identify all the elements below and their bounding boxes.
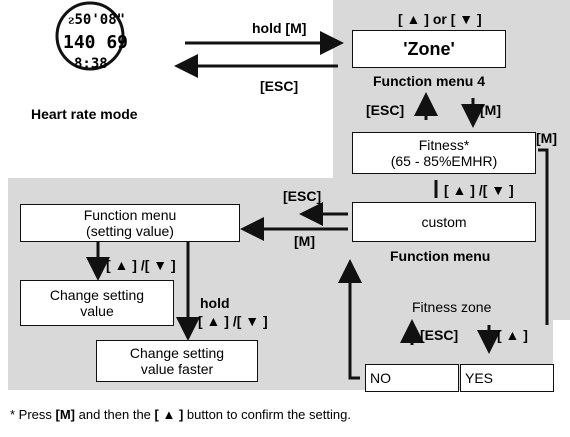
hold-m-label: hold [M] [252,20,307,36]
function-menu-4-label: Function menu 4 [373,73,485,89]
fast-line2: value faster [140,361,214,377]
m-side-line [538,148,549,325]
footnote-p1: * Press [10,407,56,422]
m-left-label: [M] [294,233,315,249]
fitness-line1: Fitness* [418,137,470,153]
footnote: * Press [M] and then the [ ▲ ] button to… [10,407,351,423]
fitness-zone-label: Fitness zone [412,299,492,315]
fitness-box: Fitness* (65 - 85%EMHR) [352,132,536,174]
function-menu-label: Function menu [390,248,491,264]
fitness-line2: (65 - 85%EMHR) [390,153,498,169]
heart-rate-mode-label: Heart rate mode [31,106,138,122]
change-faster-box: Change setting value faster [96,340,258,382]
m-mid-label: [M] [480,102,501,118]
change-line2: value [80,303,114,319]
change-line1: Change setting [49,287,145,303]
watch-circle [55,1,125,71]
custom-box: custom [352,202,536,242]
footnote-p3: button to confirm the setting. [183,407,351,422]
zone-box: 'Zone' [352,30,506,68]
hold-label: hold [200,295,230,311]
hold-updown-label: [ ▲ ] /[ ▼ ] [198,313,268,329]
change-setting-box: Change setting value [20,280,174,326]
esc-mid-label: [ESC] [366,102,405,118]
watch-line2: 140 69 [63,32,129,53]
function-menu-setting-box: Function menu (setting value) [20,204,240,242]
fast-line1: Change setting [129,345,225,361]
updown-mid-label: [ ▲ ] /[ ▼ ] [444,182,514,198]
up-or-down-label: [ ▲ ] or [ ▼ ] [398,11,482,27]
updown-left-label: [ ▲ ] /[ ▼ ] [106,257,176,273]
footnote-btn: [ ▲ ] [154,407,184,422]
footnote-m: [M] [55,407,76,422]
m-side-label: [M] [536,130,557,146]
esc-left-label: [ESC] [283,188,322,204]
fm-setting-line1: Function menu [83,207,177,223]
up-bottom-label: [ ▲ ] [497,327,528,343]
yes-box: YES [460,364,554,392]
fm-setting-line2: (setting value) [86,223,174,239]
watch-line1: ᴤ50'08" [68,12,126,28]
esc-top-label: [ESC] [260,78,299,94]
no-return-line [338,259,362,380]
no-box: NO [365,364,459,392]
esc-bottom-label: [ESC] [420,327,459,343]
footnote-p2: and then the [75,407,155,422]
watch-line3: 8:38 [74,56,108,72]
